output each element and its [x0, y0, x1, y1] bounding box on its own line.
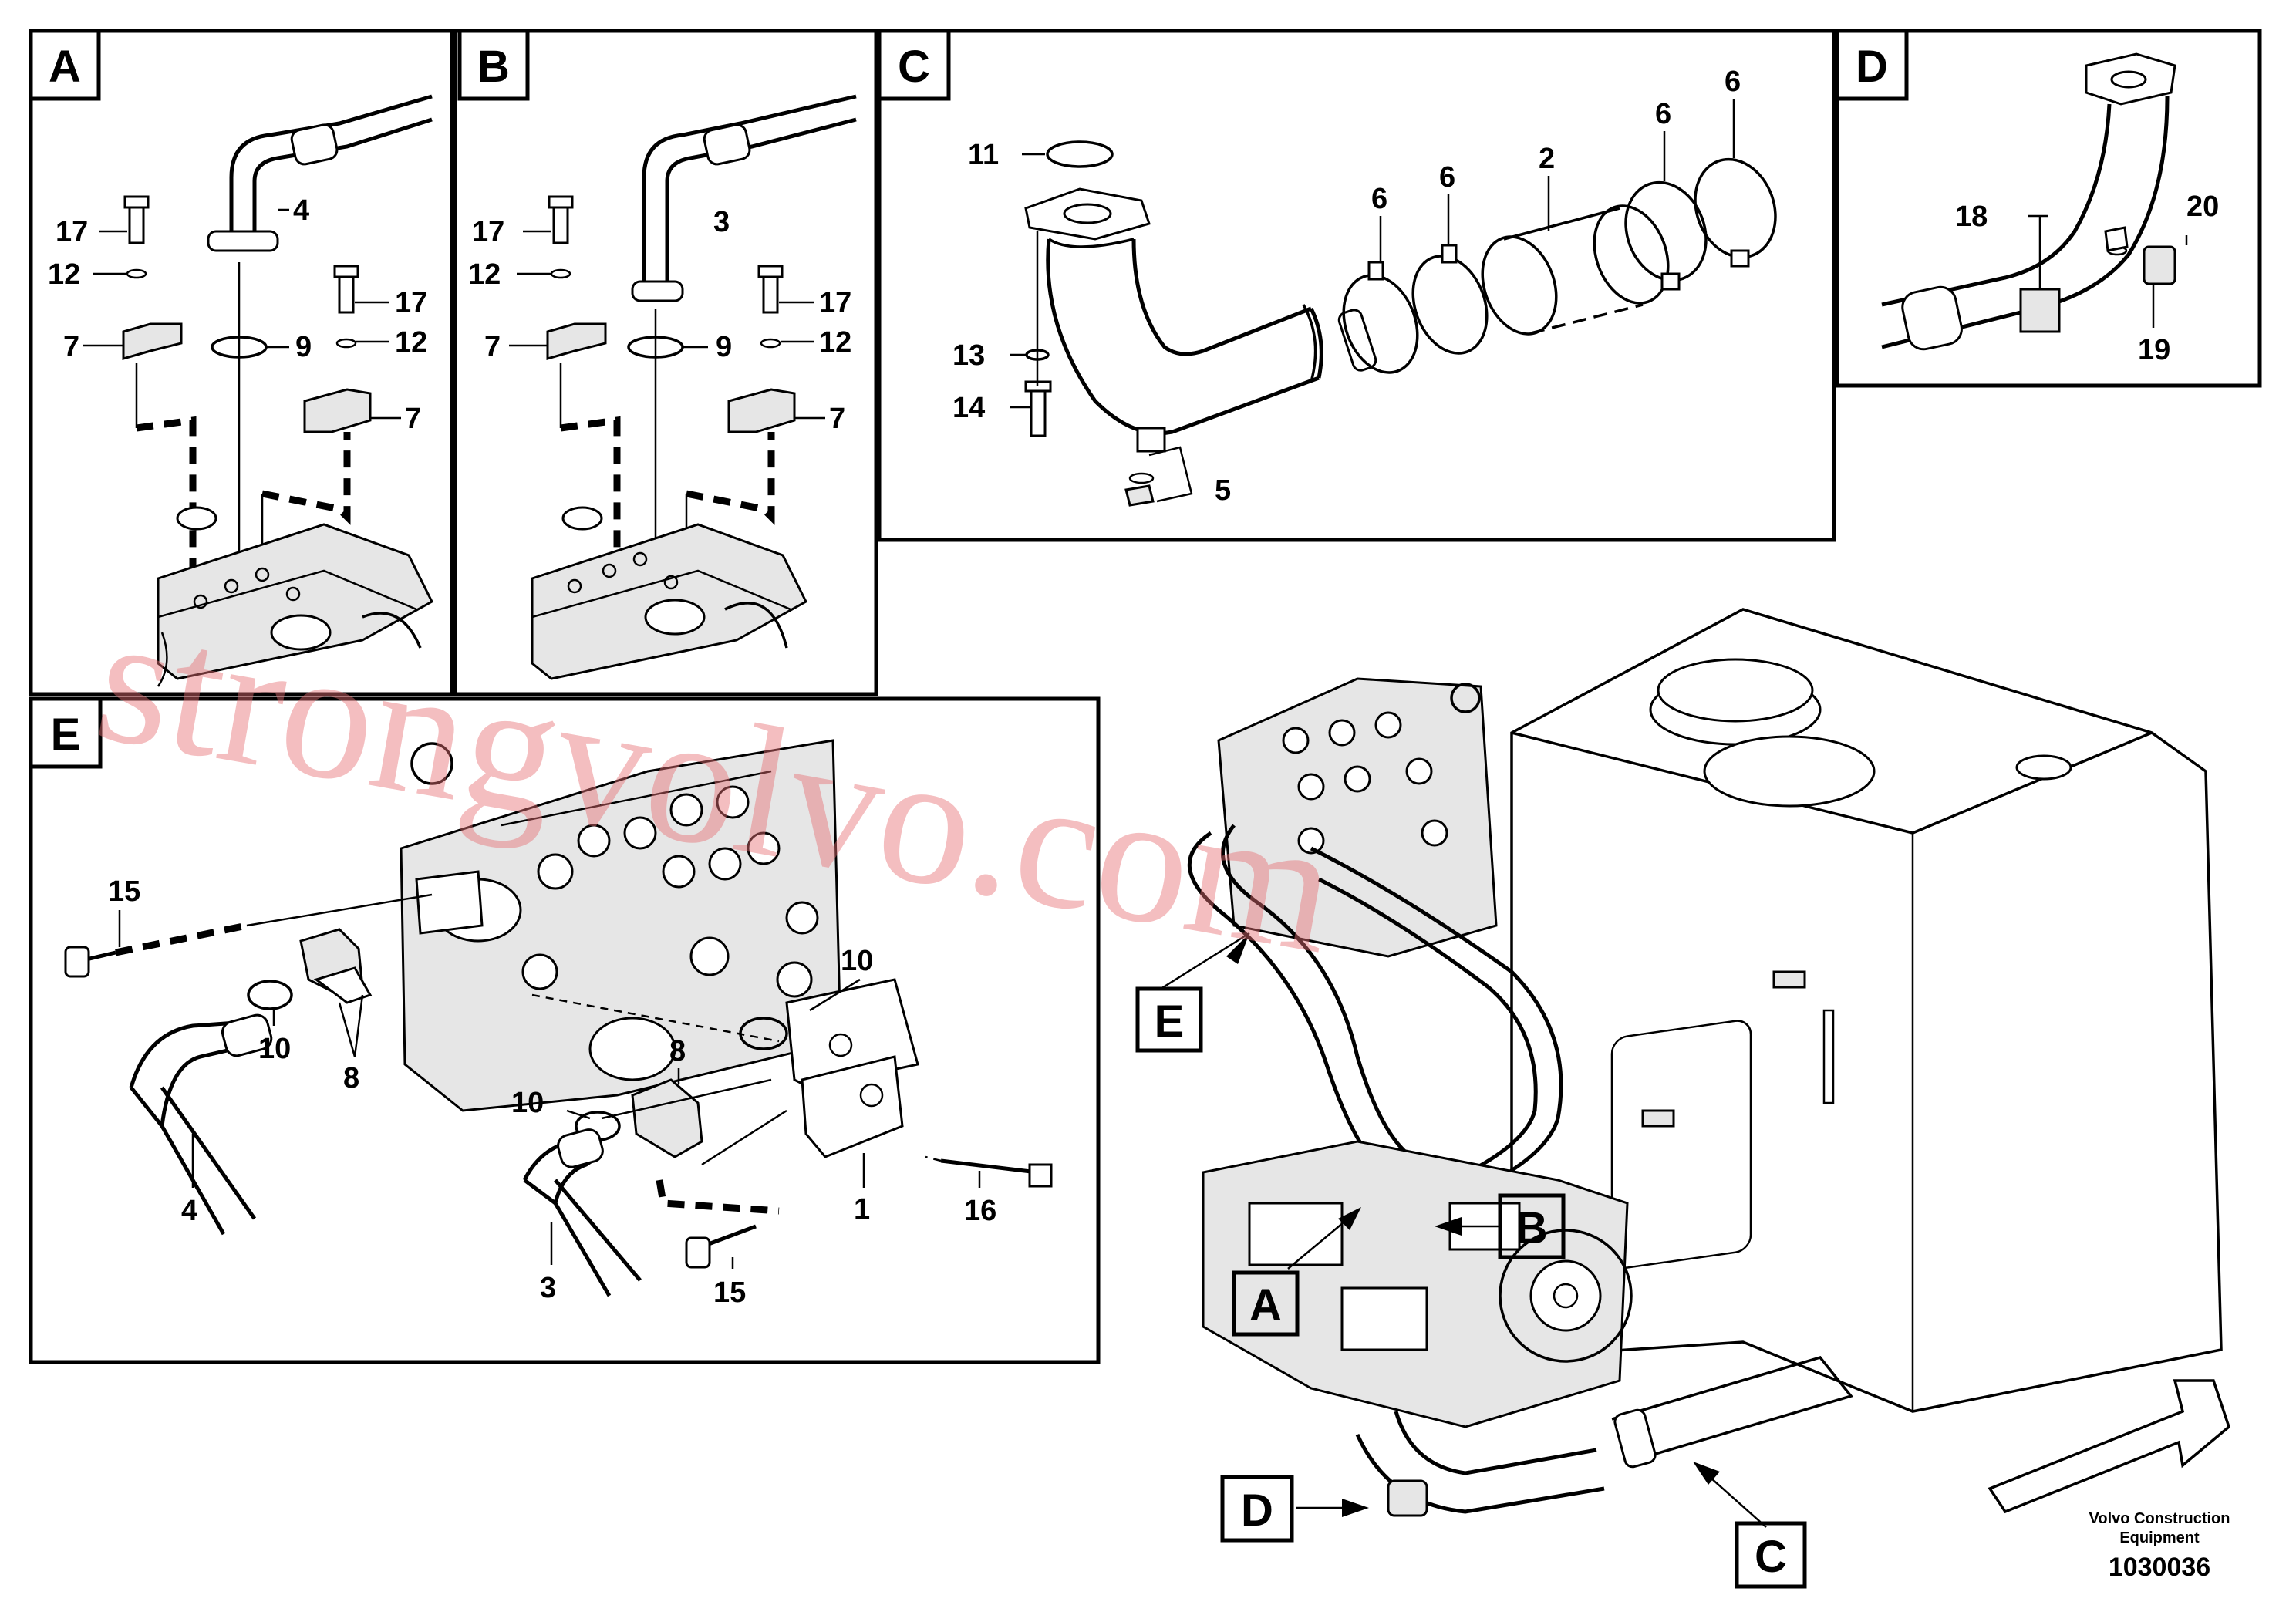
svg-text:9: 9 [295, 331, 312, 363]
svg-text:7: 7 [484, 331, 501, 363]
overview-label-b: B [1515, 1203, 1548, 1253]
svg-text:6: 6 [1725, 66, 1741, 98]
panel-d-letter: D [1856, 42, 1888, 92]
svg-text:12: 12 [395, 326, 427, 359]
panel-d: D 18 20 19 [1835, 29, 2262, 388]
svg-text:5: 5 [1215, 474, 1231, 507]
svg-text:7: 7 [405, 403, 421, 435]
panel-a: A 4 17 [29, 29, 454, 696]
maker-line-1: Volvo Construction [2089, 1510, 2230, 1527]
svg-text:9: 9 [716, 331, 732, 363]
panel-e-letter: E [51, 710, 81, 760]
panel-c: C [877, 29, 1836, 542]
svg-text:6: 6 [1655, 98, 1671, 130]
svg-text:8: 8 [343, 1062, 359, 1094]
svg-text:10: 10 [841, 945, 873, 977]
svg-text:12: 12 [819, 326, 851, 359]
svg-text:14: 14 [952, 392, 985, 424]
svg-text:15: 15 [713, 1276, 746, 1309]
panel-e: E [29, 696, 1101, 1364]
svg-text:1: 1 [854, 1193, 870, 1226]
svg-text:17: 17 [819, 287, 851, 319]
svg-text:2: 2 [1539, 143, 1555, 175]
svg-text:17: 17 [472, 216, 504, 248]
footer: Volvo Construction Equipment 1030036 [2089, 1510, 2230, 1582]
overview-label-e: E [1155, 996, 1185, 1047]
maker-line-2: Equipment [2119, 1529, 2200, 1546]
overview-label-a: A [1249, 1280, 1282, 1330]
svg-text:7: 7 [63, 331, 79, 363]
panel-a-letter: A [49, 42, 81, 92]
svg-text:6: 6 [1371, 183, 1387, 215]
svg-text:7: 7 [829, 403, 845, 435]
svg-text:4: 4 [181, 1195, 197, 1227]
svg-text:8: 8 [669, 1035, 686, 1067]
svg-text:4: 4 [293, 194, 309, 227]
svg-text:3: 3 [540, 1272, 556, 1304]
panel-b-letter: B [477, 42, 510, 92]
svg-text:10: 10 [258, 1033, 291, 1065]
overview-label-d: D [1241, 1485, 1273, 1536]
svg-text:15: 15 [108, 875, 140, 908]
svg-text:3: 3 [713, 206, 730, 238]
svg-text:16: 16 [964, 1195, 996, 1227]
svg-text:13: 13 [952, 339, 985, 372]
svg-text:17: 17 [395, 287, 427, 319]
svg-text:17: 17 [56, 216, 88, 248]
svg-text:19: 19 [2138, 334, 2170, 366]
overview-assembly: E B A D C [1135, 608, 2231, 1589]
overview-label-c: C [1755, 1532, 1787, 1582]
svg-text:12: 12 [468, 258, 501, 291]
panel-b: B 3 17 12 7 9 17 [453, 29, 878, 696]
panel-c-letter: C [898, 42, 930, 92]
svg-text:10: 10 [511, 1087, 544, 1119]
svg-text:20: 20 [2186, 191, 2219, 223]
svg-text:6: 6 [1439, 161, 1455, 194]
svg-text:11: 11 [968, 139, 999, 171]
reference-number: 1030036 [2109, 1553, 2210, 1582]
svg-text:12: 12 [48, 258, 80, 291]
svg-text:18: 18 [1955, 201, 1988, 233]
